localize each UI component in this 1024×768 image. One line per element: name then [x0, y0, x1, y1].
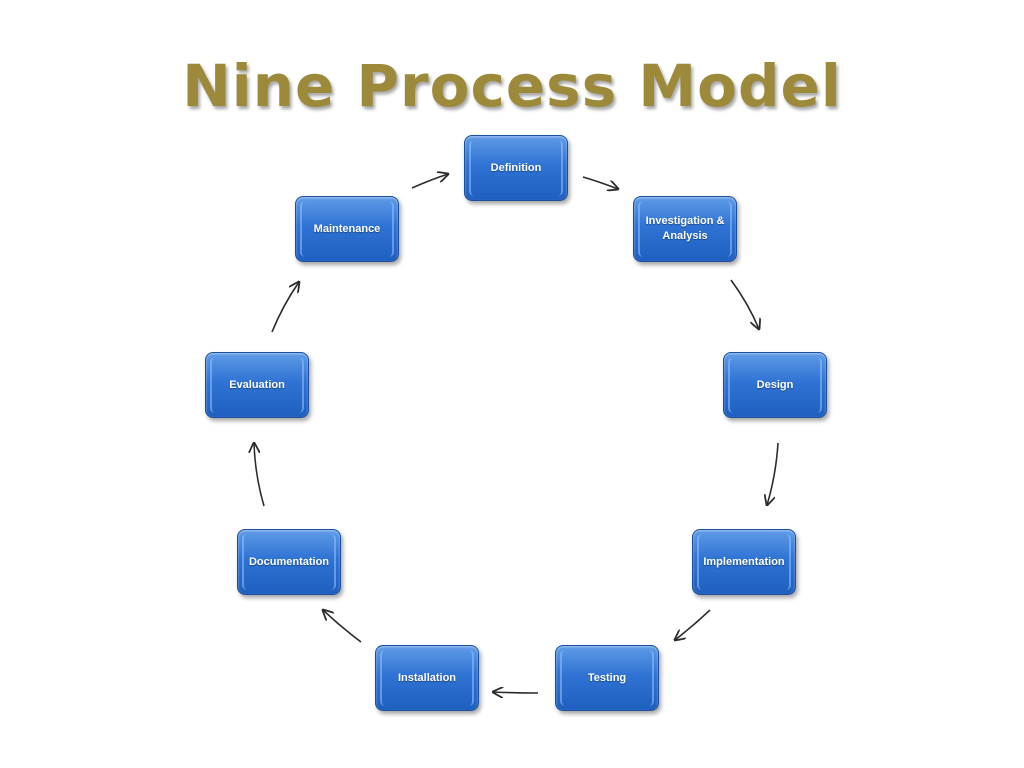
- arrow-maintenance-to-definition: [411, 174, 448, 189]
- arrow-investigation-to-design: [730, 279, 759, 329]
- node-label-design: Design: [756, 378, 794, 391]
- slide-title: Nine Process Model: [182, 52, 842, 120]
- arrow-documentation-to-evaluation: [254, 443, 265, 507]
- node-label-maintenance: Maintenance: [313, 222, 381, 235]
- node-implementation[interactable]: Implementation: [692, 529, 796, 595]
- node-label-implementation: Implementation: [703, 555, 785, 568]
- node-documentation[interactable]: Documentation: [237, 529, 341, 595]
- node-design[interactable]: Design: [723, 352, 827, 418]
- node-testing[interactable]: Testing: [555, 645, 659, 711]
- node-maintenance[interactable]: Maintenance: [295, 196, 399, 262]
- arrow-testing-to-installation: [493, 692, 539, 693]
- arrow-installation-to-documentation: [323, 610, 362, 643]
- arrow-evaluation-to-maintenance: [271, 282, 299, 333]
- node-label-investigation-analysis: Investigation & Analysis: [645, 215, 725, 242]
- node-evaluation[interactable]: Evaluation: [205, 352, 309, 418]
- node-label-evaluation: Evaluation: [229, 378, 285, 391]
- arrow-design-to-implementation: [767, 442, 779, 505]
- node-installation[interactable]: Installation: [375, 645, 479, 711]
- node-definition[interactable]: Definition: [464, 135, 568, 201]
- node-investigation-analysis[interactable]: Investigation & Analysis: [633, 196, 737, 262]
- node-label-documentation: Documentation: [248, 555, 330, 568]
- node-label-installation: Installation: [397, 671, 457, 684]
- node-label-definition: Definition: [490, 161, 542, 174]
- arrow-implementation-to-testing: [675, 609, 711, 640]
- node-label-testing: Testing: [587, 671, 627, 684]
- arrow-definition-to-investigation: [582, 176, 618, 189]
